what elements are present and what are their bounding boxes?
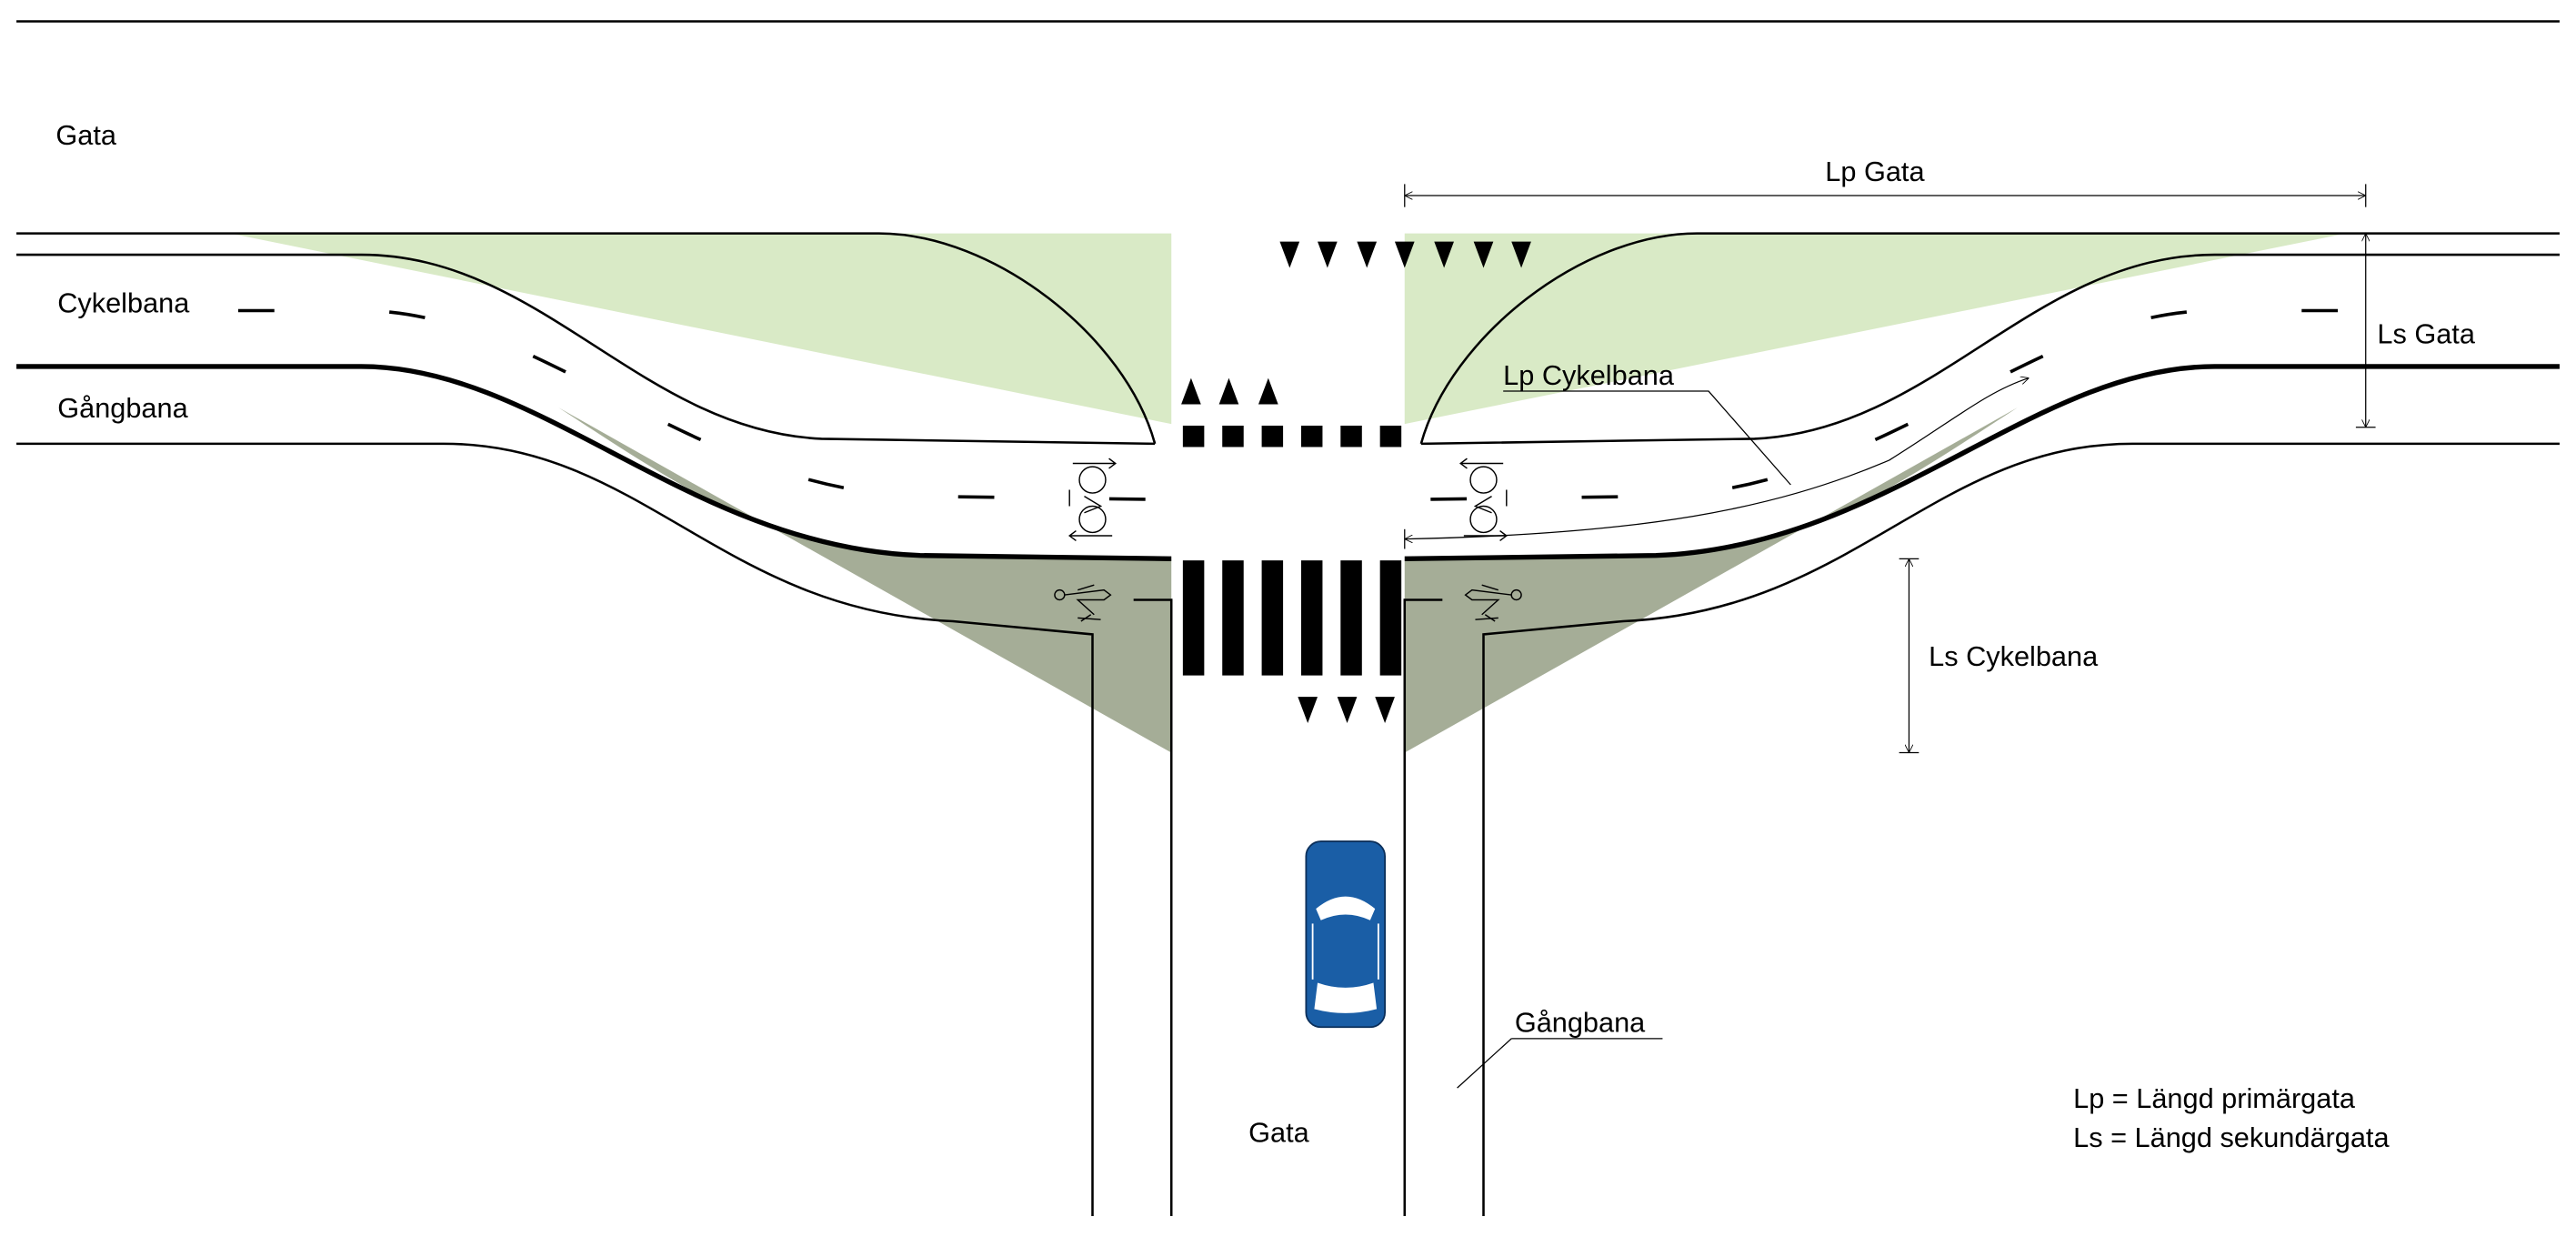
bicycle-symbol	[1067, 458, 1117, 542]
cycle-path-top-edge	[16, 253, 1156, 446]
road-edge-curve	[16, 232, 1157, 445]
sidewalk-bottom-edge	[16, 442, 1094, 1217]
lp-cykelbana-leader	[1503, 390, 1791, 486]
cycle-centerline	[237, 308, 1172, 502]
label-gata-top: Gata	[55, 119, 116, 151]
yield-triangles-top	[1279, 241, 1531, 268]
cycle-crossing-markings	[1182, 425, 1402, 448]
lp-cykelbana-dimension	[1405, 378, 2030, 539]
left-half-geometry	[16, 232, 1173, 1217]
zebra-crossing	[1182, 560, 1402, 676]
pedestrian-symbol	[1054, 584, 1112, 622]
label-ls-cykelbana: Ls Cykelbana	[1929, 640, 2099, 672]
cycle-path-bottom-edge	[16, 364, 1172, 562]
label-lp-gata: Lp Gata	[1825, 156, 1925, 187]
legend-lp: Lp = Längd primärgata	[2073, 1082, 2356, 1114]
car-icon	[1305, 840, 1387, 1029]
label-cykelbana: Cykelbana	[57, 287, 190, 318]
primary-sight-area	[229, 233, 1172, 425]
yield-triangles-cycle	[1181, 377, 1278, 405]
label-lp-cykelbana: Lp Cykelbana	[1503, 359, 1675, 391]
yield-triangles-bottom	[1298, 697, 1395, 724]
label-gata-bottom: Gata	[1248, 1117, 1309, 1149]
label-gangbana-bottom: Gångbana	[1515, 1007, 1646, 1039]
secondary-sight-area	[558, 407, 1172, 753]
label-gangbana-left: Gångbana	[57, 392, 188, 424]
sidewalk-corner	[1133, 598, 1173, 1217]
label-ls-gata: Ls Gata	[2377, 318, 2475, 350]
gangbana-leader	[1457, 1038, 1663, 1089]
legend-ls: Ls = Längd sekundärgata	[2073, 1121, 2390, 1153]
